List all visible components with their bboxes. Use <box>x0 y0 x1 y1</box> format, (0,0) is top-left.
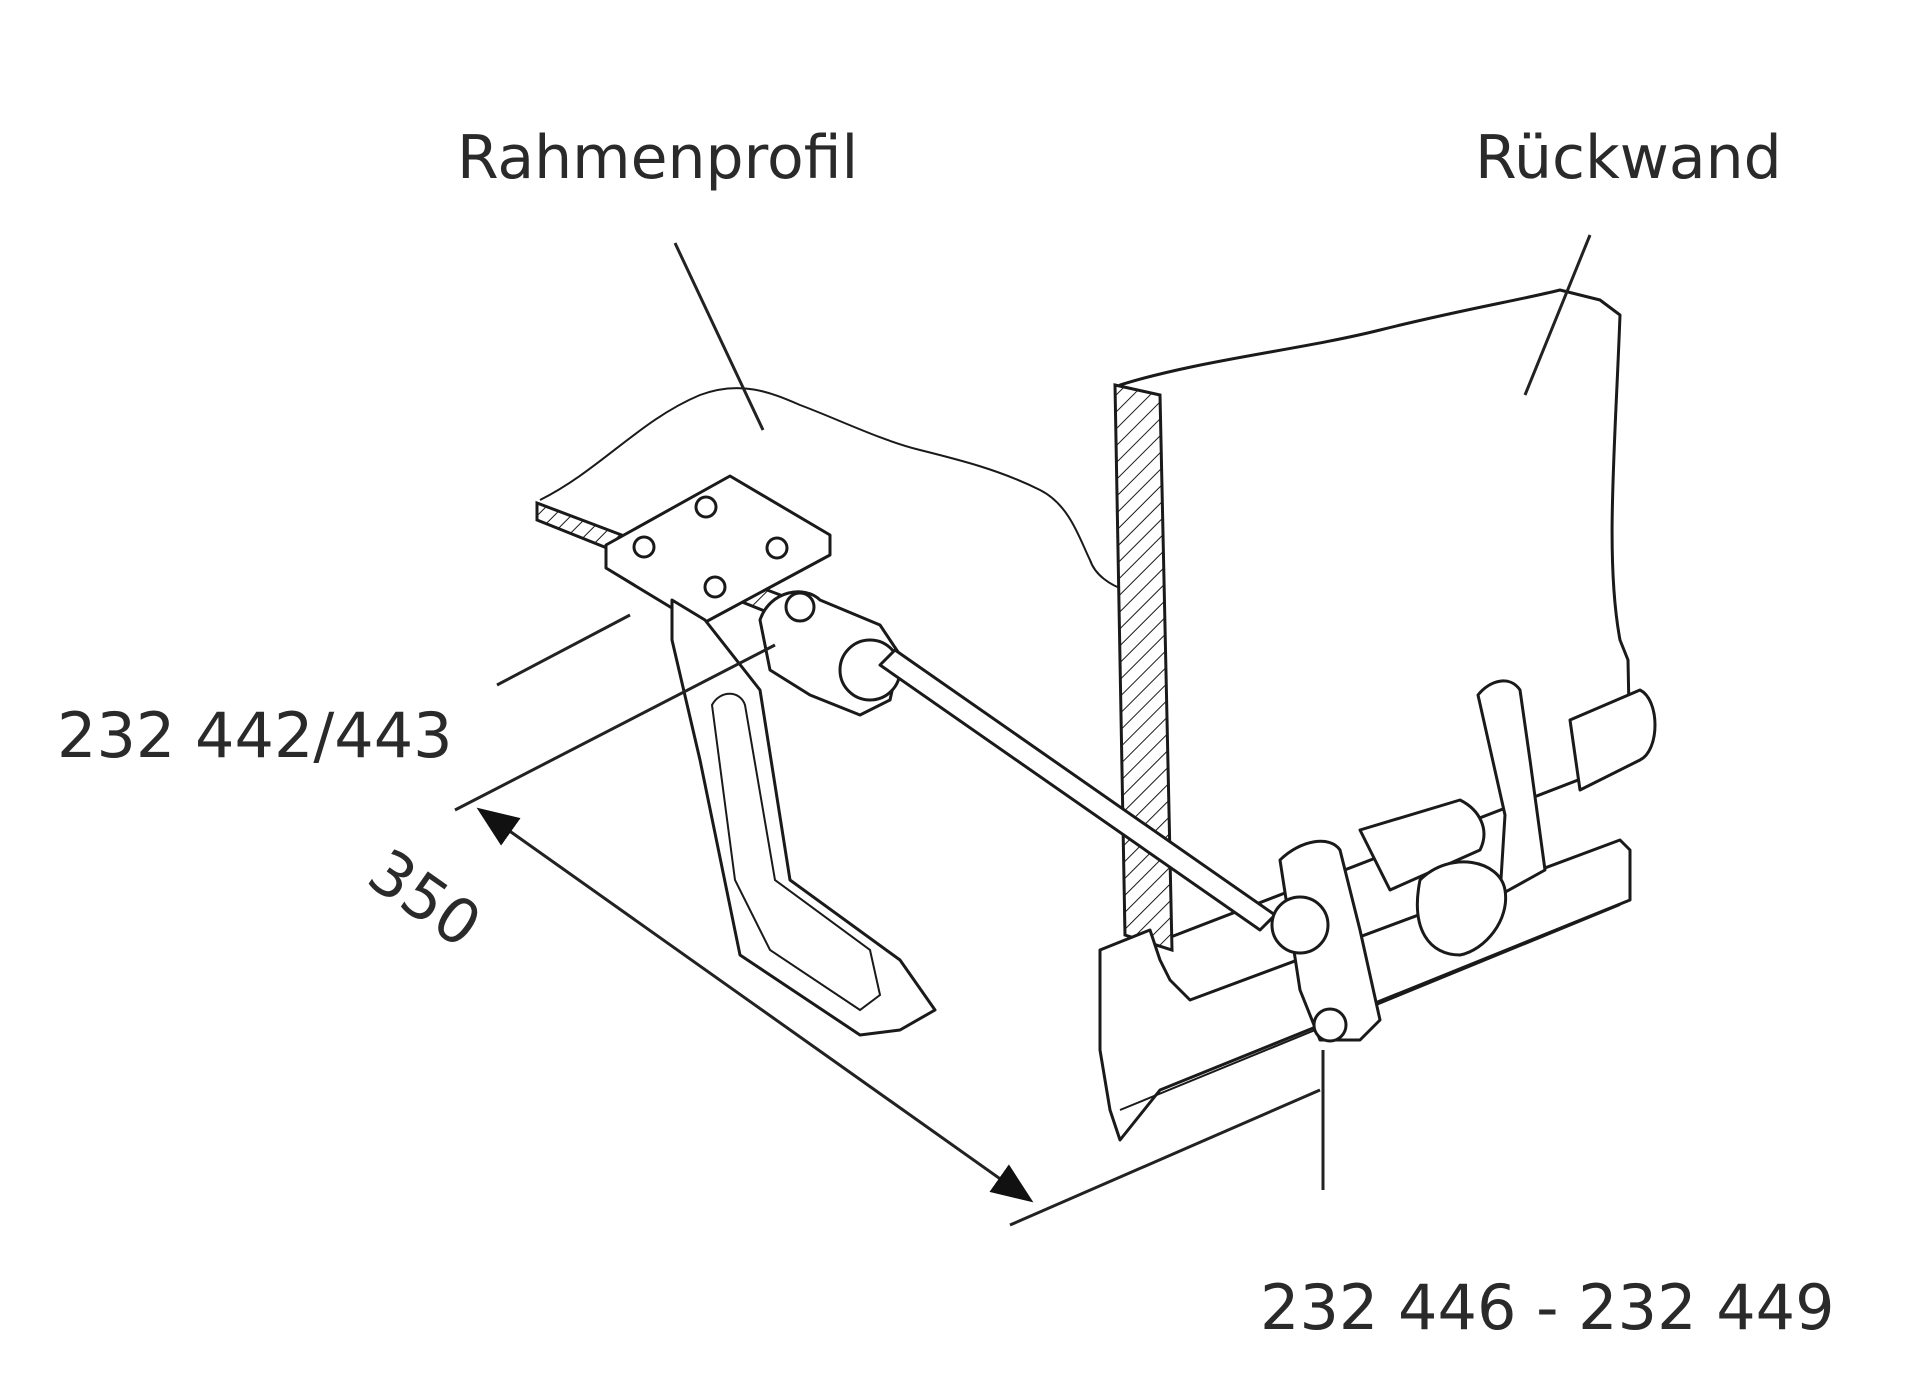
plate-hole <box>694 495 718 519</box>
plate-hole <box>703 575 727 599</box>
leader-frame-profile <box>673 242 765 431</box>
dimension-extension-line <box>454 643 776 812</box>
back-wall-cross-section <box>1113 383 1174 953</box>
leader-back-wall <box>1523 234 1592 396</box>
lock-housing <box>1278 839 1382 1042</box>
lock-arm <box>1358 798 1486 892</box>
lock-cam <box>1415 860 1508 957</box>
label-dimension: 350 <box>355 834 494 962</box>
lock-bolt-head <box>1270 895 1330 955</box>
frame-profile-surface <box>539 387 1126 591</box>
lock-pivot <box>1312 1007 1348 1043</box>
plate-hole <box>765 536 789 560</box>
dimension-arrow <box>476 807 1034 1203</box>
clamp-bolt <box>784 591 816 623</box>
plate-hole <box>632 535 656 559</box>
label-frame-profile: Rahmenprofil <box>457 123 858 193</box>
mounting-plate <box>604 474 832 627</box>
label-bracket-part: 232 442/443 <box>57 699 453 772</box>
latch-hook <box>1476 679 1547 897</box>
label-lock-part: 232 446 - 232 449 <box>1260 1271 1835 1344</box>
label-back-wall: Rückwand <box>1475 123 1782 193</box>
dimension-extension-line <box>1009 1088 1321 1227</box>
rail-tube <box>1568 688 1657 792</box>
leader-bracket-part <box>496 613 631 687</box>
